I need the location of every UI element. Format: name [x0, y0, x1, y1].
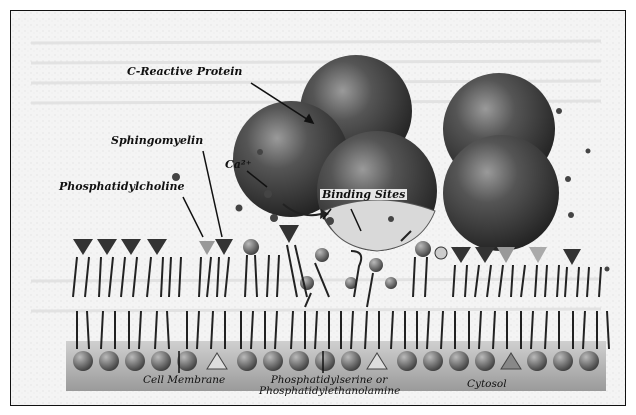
sphingomyelin-label: Sphingomyelin: [111, 135, 203, 146]
diagram-canvas: [11, 11, 625, 405]
cytosol-label: Cytosol: [467, 379, 507, 390]
cell-membrane-label: Cell Membrane: [143, 375, 225, 386]
crp-label: C-Reactive Protein: [127, 66, 242, 77]
ps-label-line2: Phosphatidylethanolamine: [259, 386, 399, 397]
figure-frame: C-Reactive Protein Sphingomyelin Ca²⁺ Ph…: [10, 10, 626, 406]
crp-subunit: [443, 135, 559, 251]
ca-label: Ca²⁺: [225, 159, 252, 170]
binding-sites-label: Binding Sites: [320, 189, 407, 200]
phosphatidylcholine-label: Phosphatidylcholine: [59, 181, 185, 192]
